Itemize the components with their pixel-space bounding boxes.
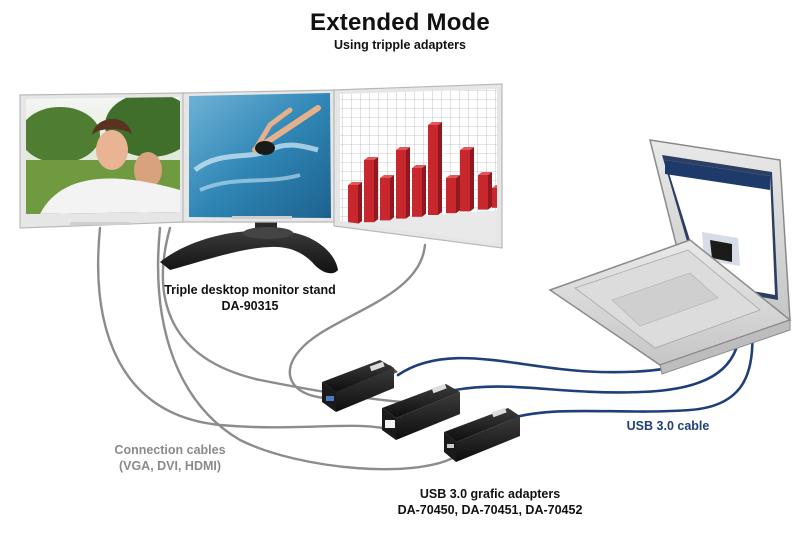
stand-model: DA-90315 xyxy=(221,299,279,313)
chart-bar-top xyxy=(460,147,474,150)
chart-bar-top xyxy=(446,175,460,178)
stand-label: Triple desktop monitor stand DA-90315 xyxy=(150,282,350,314)
connection-cables-types: (VGA, DVI, HDMI) xyxy=(118,459,222,473)
connection-cables-label: Connection cables (VGA, DVI, HDMI) xyxy=(100,442,240,474)
right-screen-chart xyxy=(340,89,497,243)
laptop xyxy=(548,139,792,375)
monitor-left xyxy=(19,92,185,229)
chart-bar-top xyxy=(478,172,492,175)
stand-name: Triple desktop monitor stand xyxy=(164,283,336,297)
center-screen-photo xyxy=(189,93,331,218)
chart-bar xyxy=(364,160,374,223)
chart-bar xyxy=(412,168,422,217)
hdmi-cable xyxy=(288,243,427,400)
chart-bar-side xyxy=(456,175,460,214)
chart-bar xyxy=(446,178,456,214)
adapter-hdmi xyxy=(444,407,520,462)
chart-bar-side xyxy=(406,147,410,219)
usb-cable-label: USB 3.0 cable xyxy=(626,419,710,433)
vga-cable xyxy=(96,226,394,432)
chart-bar-top xyxy=(428,122,442,125)
adapters-name: USB 3.0 grafic adapters xyxy=(419,487,561,501)
chart-bar-side xyxy=(374,157,378,223)
chart-bar-side xyxy=(422,165,426,217)
adapters-models: DA-70450, DA-70451, DA-70452 xyxy=(397,503,583,517)
chart-bar xyxy=(348,185,358,224)
chart-bar-side xyxy=(390,175,394,221)
left-screen-photo xyxy=(26,97,180,214)
chart-bar xyxy=(460,150,470,212)
chart-bar xyxy=(492,188,497,208)
page-subtitle: Using tripple adapters xyxy=(334,38,466,52)
hdmi-cable-2 xyxy=(156,226,460,471)
monitor-center xyxy=(182,89,335,223)
chart-bar-side xyxy=(438,122,442,215)
chart-bar xyxy=(478,175,488,210)
chart-bar-side xyxy=(488,172,492,210)
chart-bar-side xyxy=(358,182,362,224)
monitor-right xyxy=(333,83,503,249)
chart-bar-top xyxy=(364,157,378,160)
chart-bar xyxy=(380,178,390,221)
connection-cables-name: Connection cables xyxy=(114,443,226,457)
chart-bar-top xyxy=(348,182,362,185)
chart-bar-side xyxy=(470,147,474,212)
usb-cable-2 xyxy=(453,323,742,394)
chart-bar-top xyxy=(396,147,410,150)
chart-bar xyxy=(396,150,406,219)
usb-cable-3 xyxy=(510,324,754,420)
adapter-dvi xyxy=(382,383,460,440)
chart-bar-top xyxy=(380,175,394,178)
chart-bar xyxy=(428,125,438,215)
adapter-vga xyxy=(322,360,398,412)
chart-bar-top xyxy=(412,165,426,168)
adapters-label: USB 3.0 grafic adapters DA-70450, DA-704… xyxy=(330,486,650,518)
chart-bar-top xyxy=(492,185,497,188)
page-title: Extended Mode xyxy=(310,9,490,36)
